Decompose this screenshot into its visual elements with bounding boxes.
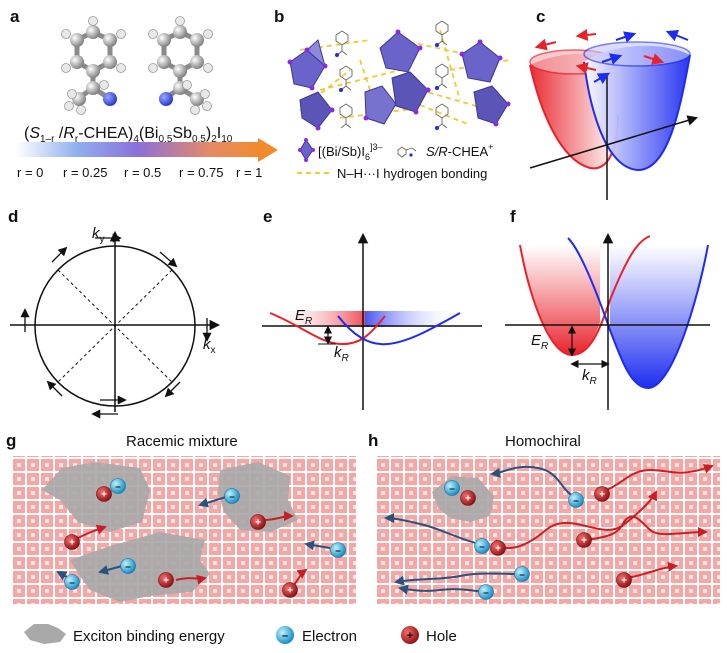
svg-text:+: + bbox=[69, 538, 75, 549]
hole-particle: + bbox=[97, 487, 112, 502]
svg-text:–: – bbox=[573, 496, 579, 507]
panel-d: d ky kx bbox=[8, 207, 218, 414]
electron-particle: – bbox=[475, 539, 490, 554]
electron-particle: – bbox=[121, 559, 136, 574]
svg-text:+: + bbox=[101, 490, 107, 501]
ratio-label-3: r = 0.75 bbox=[179, 165, 223, 180]
panel-c: c bbox=[530, 7, 696, 200]
panel-a: a bbox=[10, 7, 278, 180]
electron-particle: – bbox=[225, 489, 240, 504]
crystal-structure bbox=[288, 21, 511, 131]
svg-text:–: – bbox=[479, 542, 485, 553]
ratio-label-0: r = 0 bbox=[17, 165, 43, 180]
svg-text:–: – bbox=[483, 588, 489, 599]
panel-label-g: g bbox=[6, 431, 16, 450]
panel-b: b bbox=[274, 7, 511, 181]
hole-particle: + bbox=[65, 535, 80, 550]
legend-hole-icon: + bbox=[401, 626, 419, 644]
svg-text:–: – bbox=[282, 630, 288, 642]
electron-particle: – bbox=[445, 481, 460, 496]
panel-label-a: a bbox=[10, 7, 20, 26]
svg-text:+: + bbox=[599, 490, 605, 501]
d-ky-label: ky bbox=[92, 225, 105, 245]
panel-label-e: e bbox=[263, 207, 272, 226]
d-kx-label: kx bbox=[203, 336, 216, 356]
hole-particle: + bbox=[283, 583, 298, 598]
svg-text:–: – bbox=[69, 578, 75, 589]
hole-particle: + bbox=[159, 573, 174, 588]
svg-text:+: + bbox=[495, 544, 501, 555]
legend-exciton-label: Exciton binding energy bbox=[73, 628, 225, 645]
legend-octahedra-label: [(Bi/Sb)I6]3– bbox=[318, 142, 383, 162]
hole-particle: + bbox=[595, 487, 610, 502]
hole-particle: + bbox=[461, 491, 476, 506]
electron-particle: – bbox=[569, 493, 584, 508]
panel-g: g Racemic mixture +––++––+–+ bbox=[6, 431, 356, 604]
svg-text:–: – bbox=[449, 484, 455, 495]
legend-hbond-label: N–H···I hydrogen bonding bbox=[337, 166, 487, 181]
svg-text:–: – bbox=[115, 482, 121, 493]
electron-particle: – bbox=[331, 543, 346, 558]
svg-text:+: + bbox=[163, 576, 169, 587]
e-kr-label: kR bbox=[334, 344, 349, 364]
electron-particle: – bbox=[515, 567, 530, 582]
svg-text:+: + bbox=[621, 576, 627, 587]
h-lattice bbox=[376, 456, 720, 604]
svg-text:+: + bbox=[465, 494, 471, 505]
f-er-label: ER bbox=[531, 332, 548, 352]
octahedra-group bbox=[288, 30, 511, 131]
svg-text:+: + bbox=[407, 630, 413, 642]
hole-particle: + bbox=[251, 515, 266, 530]
legend-cation-label: S/R-CHEA+ bbox=[426, 142, 493, 159]
panel-label-c: c bbox=[536, 7, 545, 26]
f-kr-label: kR bbox=[582, 367, 597, 387]
legend-octahedra: [(Bi/Sb)I6]3– bbox=[298, 138, 383, 162]
panel-label-h: h bbox=[368, 431, 378, 450]
legend-electron-label: Electron bbox=[302, 628, 357, 645]
g-title: Racemic mixture bbox=[126, 433, 238, 450]
ratio-label-1: r = 0.25 bbox=[63, 165, 107, 180]
svg-text:–: – bbox=[229, 492, 235, 503]
ratio-label-4: r = 1 bbox=[236, 165, 262, 180]
panel-e: e ER kR bbox=[262, 207, 482, 410]
svg-text:+: + bbox=[255, 518, 261, 529]
legend-hole-label: Hole bbox=[426, 628, 457, 645]
exciton-swatch bbox=[24, 624, 66, 644]
legend-hbond: N–H···I hydrogen bonding bbox=[297, 166, 487, 181]
molecule-left bbox=[62, 17, 126, 115]
legend-electron-icon: – bbox=[276, 626, 294, 644]
ratio-label-2: r = 0.5 bbox=[124, 165, 161, 180]
panel-label-f: f bbox=[510, 207, 516, 226]
spin-texture-arrows bbox=[25, 238, 207, 414]
electron-particle: – bbox=[111, 479, 126, 494]
hole-particle: + bbox=[491, 541, 506, 556]
svg-text:–: – bbox=[125, 562, 131, 573]
panel-label-b: b bbox=[274, 7, 284, 26]
svg-text:+: + bbox=[581, 536, 587, 547]
panel-h: h Homochiral –+–+–++––+ bbox=[368, 431, 720, 604]
svg-text:–: – bbox=[335, 546, 341, 557]
electron-particle: – bbox=[65, 575, 80, 590]
molecule-right bbox=[149, 17, 213, 115]
bottom-legend: Exciton binding energy – Electron + Hole bbox=[24, 624, 457, 645]
legend-cation: S/R-CHEA+ bbox=[398, 142, 493, 159]
panel-f: f ER kR bbox=[505, 207, 710, 410]
h-title: Homochiral bbox=[505, 433, 581, 450]
hole-particle: + bbox=[577, 533, 592, 548]
panel-label-d: d bbox=[8, 207, 18, 226]
svg-text:–: – bbox=[519, 570, 525, 581]
hole-particle: + bbox=[617, 573, 632, 588]
svg-text:+: + bbox=[287, 586, 293, 597]
e-blue-gradient bbox=[365, 311, 460, 327]
electron-particle: – bbox=[479, 585, 494, 600]
